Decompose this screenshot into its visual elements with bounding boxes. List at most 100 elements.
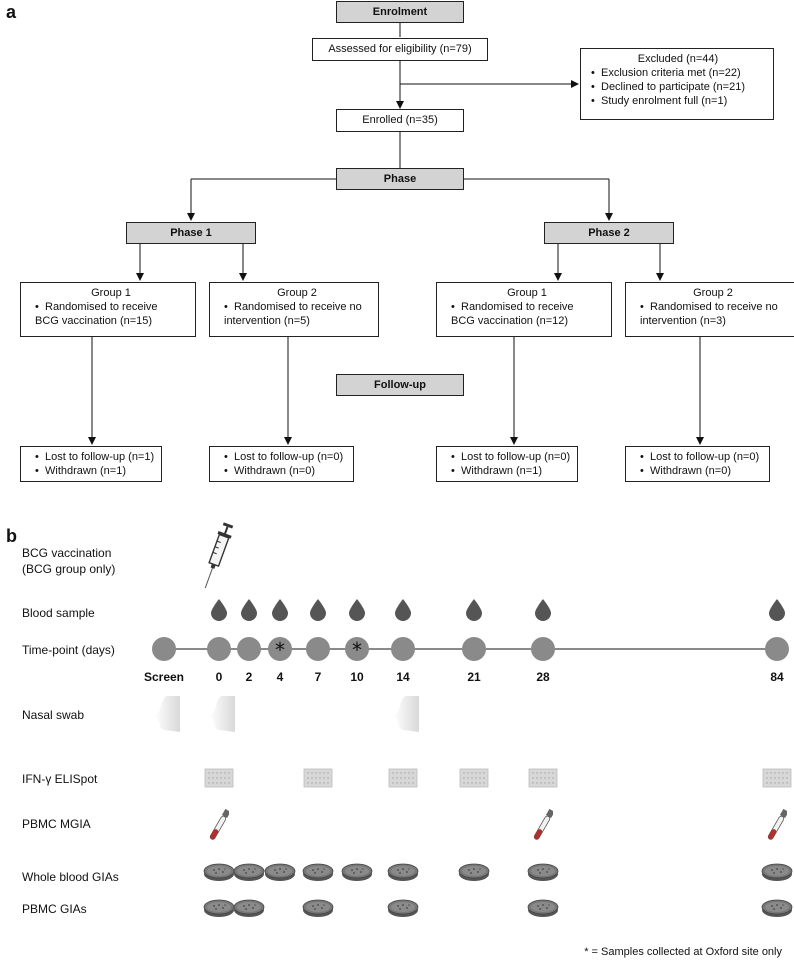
tp-label-0: 0	[215, 670, 223, 684]
excluded-item: Study enrolment full (n=1)	[591, 94, 769, 108]
lost-count: Lost to follow-up (n=0)	[224, 450, 349, 464]
group-box: Group 1 Randomised to receive BCG vaccin…	[436, 282, 612, 337]
nose-profile-icon	[154, 696, 180, 732]
excluded-title: Excluded (n=44)	[637, 53, 719, 65]
elispot-plate-icon	[388, 768, 418, 788]
timepoint-marker	[765, 637, 789, 661]
group-desc: BCG vaccination (n=15)	[35, 315, 153, 327]
group-desc: Randomised to receive no	[234, 301, 362, 313]
group-title: Group 1	[507, 287, 547, 299]
group-title: Group 1	[91, 287, 131, 299]
tp-label-2: 2	[245, 670, 253, 684]
oxford-only-asterisk: *	[352, 638, 362, 662]
timepoint-marker	[268, 637, 292, 661]
tp-label-14: 14	[396, 670, 410, 684]
tp-label-21: 21	[467, 670, 481, 684]
petri-dish-icon	[387, 863, 419, 882]
group-box: Group 2 Randomised to receive no interve…	[209, 282, 379, 337]
elispot-plate-icon	[303, 768, 333, 788]
withdrawn-count: Withdrawn (n=1)	[35, 464, 157, 478]
bcg-label-line1: BCG vaccination	[22, 546, 112, 560]
followup-box: Lost to follow-up (n=0) Withdrawn (n=1)	[436, 446, 578, 482]
pbmc-gia-row-label: PBMC GIAs	[22, 902, 87, 916]
blood-tube-icon	[767, 808, 787, 841]
blood-row-label: Blood sample	[22, 606, 95, 620]
timepoint-marker	[207, 637, 231, 661]
elispot-row-label: IFN-γ ELISpot	[22, 772, 98, 786]
enrolled-box: Enrolled (n=35)	[336, 109, 464, 132]
group-desc: intervention (n=3)	[640, 315, 726, 327]
petri-dish-icon	[458, 863, 490, 882]
group-title: Group 2	[693, 287, 733, 299]
blood-drop-icon	[395, 599, 411, 621]
timepoint-marker	[391, 637, 415, 661]
timepoint-row-label: Time-point (days)	[22, 643, 115, 657]
wb-gia-row-label: Whole blood GIAs	[22, 870, 119, 884]
petri-dish-icon	[203, 863, 235, 882]
excluded-item: Exclusion criteria met (n=22)	[591, 66, 769, 80]
withdrawn-count: Withdrawn (n=0)	[640, 464, 765, 478]
elispot-plate-icon	[528, 768, 558, 788]
group-desc: Randomised to receive	[45, 301, 158, 313]
blood-drop-icon	[466, 599, 482, 621]
lost-count: Lost to follow-up (n=0)	[640, 450, 765, 464]
group-box: Group 2 Randomised to receive no interve…	[625, 282, 794, 337]
petri-dish-icon	[527, 863, 559, 882]
petri-dish-icon	[387, 899, 419, 918]
lost-count: Lost to follow-up (n=1)	[35, 450, 157, 464]
petri-dish-icon	[302, 863, 334, 882]
phase2-header: Phase 2	[544, 222, 674, 244]
bcg-label-line2: (BCG group only)	[22, 562, 116, 576]
petri-dish-icon	[341, 863, 373, 882]
petri-dish-icon	[233, 863, 265, 882]
followup-box: Lost to follow-up (n=0) Withdrawn (n=0)	[209, 446, 354, 482]
panel-b-label: b	[6, 526, 17, 546]
petri-dish-icon	[761, 899, 793, 918]
elispot-plate-icon	[204, 768, 234, 788]
phase1-header: Phase 1	[126, 222, 256, 244]
oxford-only-asterisk: *	[275, 638, 285, 662]
group-box: Group 1 Randomised to receive BCG vaccin…	[20, 282, 196, 337]
blood-drop-icon	[310, 599, 326, 621]
tp-label-10: 10	[350, 670, 364, 684]
phase-header: Phase	[336, 168, 464, 190]
tp-label-84: 84	[770, 670, 784, 684]
mgia-row-label: PBMC MGIA	[22, 817, 91, 831]
lost-count: Lost to follow-up (n=0)	[451, 450, 573, 464]
timepoint-marker	[306, 637, 330, 661]
petri-dish-icon	[233, 899, 265, 918]
withdrawn-count: Withdrawn (n=1)	[451, 464, 573, 478]
blood-drop-icon	[769, 599, 785, 621]
group-desc: Randomised to receive no	[650, 301, 778, 313]
group-title: Group 2	[277, 287, 317, 299]
elispot-plate-icon	[459, 768, 489, 788]
panel-a-label: a	[6, 2, 17, 22]
timepoint-marker	[237, 637, 261, 661]
syringe-icon	[204, 522, 234, 589]
blood-drop-icon	[535, 599, 551, 621]
petri-dish-icon	[203, 899, 235, 918]
excluded-box: Excluded (n=44) Exclusion criteria met (…	[580, 48, 774, 120]
excluded-item: Declined to participate (n=21)	[591, 80, 769, 94]
petri-dish-icon	[527, 899, 559, 918]
footnote: * = Samples collected at Oxford site onl…	[584, 946, 782, 958]
tp-label-4: 4	[276, 670, 284, 684]
nasal-row-label: Nasal swab	[22, 708, 85, 722]
blood-drop-icon	[349, 599, 365, 621]
timepoint-marker	[462, 637, 486, 661]
petri-dish-icon	[302, 899, 334, 918]
tp-label-screen: Screen	[143, 670, 185, 684]
timepoint-marker	[345, 637, 369, 661]
petri-dish-icon	[761, 863, 793, 882]
assessed-box: Assessed for eligibility (n=79)	[312, 38, 488, 61]
enrolment-header: Enrolment	[336, 1, 464, 23]
blood-tube-icon	[533, 808, 553, 841]
bcg-row-label: BCG vaccination (BCG group only)	[22, 545, 115, 577]
blood-tube-icon	[209, 808, 229, 841]
withdrawn-count: Withdrawn (n=0)	[224, 464, 349, 478]
blood-drop-icon	[241, 599, 257, 621]
followup-header: Follow-up	[336, 374, 464, 396]
nose-profile-icon	[393, 696, 419, 732]
tp-label-7: 7	[314, 670, 322, 684]
